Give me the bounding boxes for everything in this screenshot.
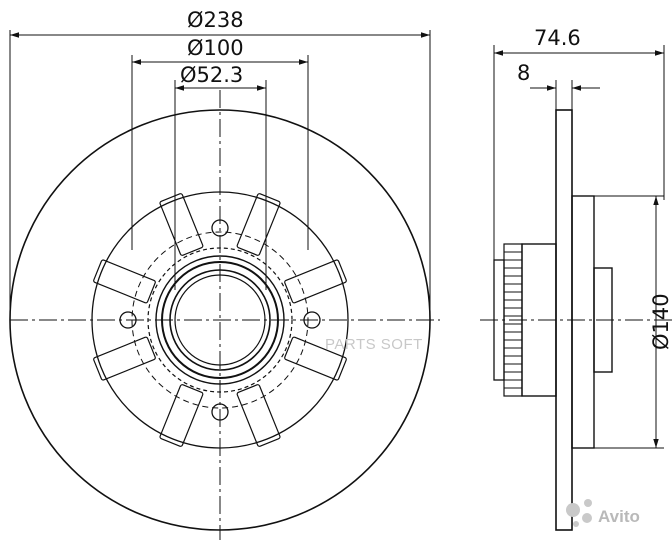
hub-pitch-circle	[131, 231, 309, 409]
avito-text: Avito	[598, 507, 640, 526]
spoke-slots	[93, 193, 347, 447]
side-diameter-label: Ø140	[649, 293, 672, 350]
avito-watermark: Avito	[566, 499, 640, 527]
center-bore-inner	[174, 274, 266, 366]
total-height-label: 74.6	[534, 26, 581, 50]
side-hat	[571, 195, 595, 449]
bolt-hole-left	[119, 311, 137, 329]
front-view	[9, 90, 440, 545]
side-hub-right	[593, 267, 613, 373]
bearing-ring	[161, 261, 279, 379]
abs-ring-inner	[155, 255, 285, 385]
side-bearing-flange	[493, 259, 505, 381]
avito-logo-icon	[566, 499, 592, 527]
side-abs-teeth	[504, 251, 522, 389]
front-dimension-lines	[9, 30, 431, 320]
friction-ring-inner-circle	[91, 191, 349, 449]
bolt-hole-top	[211, 219, 229, 237]
center-bore-outer	[169, 269, 271, 371]
outer-diameter-label: Ø238	[187, 8, 244, 32]
bolt-hole-bottom	[211, 403, 229, 421]
bolt-hole-right	[303, 311, 321, 329]
hub-diameter-label: Ø100	[187, 36, 244, 60]
center-bore-label: Ø52.3	[180, 63, 243, 87]
side-dimension-lines	[493, 45, 665, 449]
parts-soft-watermark: PARTS SOFT	[325, 336, 423, 353]
side-view	[480, 109, 672, 531]
disc-thickness-label: 8	[517, 61, 530, 85]
abs-ring-outer	[147, 247, 293, 393]
